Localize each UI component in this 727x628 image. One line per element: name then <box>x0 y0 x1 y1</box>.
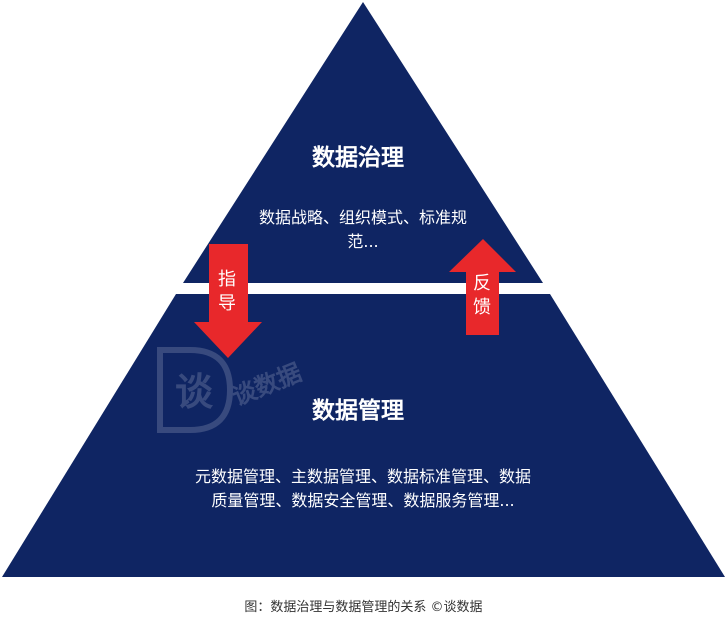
management-description: 元数据管理、主数据管理、数据标准管理、数据质量管理、数据安全管理、数据服务管理.… <box>194 467 531 510</box>
pyramid-top-section <box>183 2 543 283</box>
feedback-arrow-label: 反馈 <box>473 273 491 318</box>
feedback-arrow <box>449 239 516 335</box>
governance-description: 数据战略、组织模式、标准规范... <box>258 208 467 251</box>
guide-arrow <box>194 244 262 358</box>
management-title: 数据管理 <box>312 398 404 424</box>
guide-arrow-label: 指导 <box>218 269 236 314</box>
governance-title: 数据治理 <box>312 145 404 171</box>
figure-caption: 图：数据治理与数据管理的关系 ©谈数据 <box>244 600 483 615</box>
pyramid-bottom-section <box>2 294 725 577</box>
